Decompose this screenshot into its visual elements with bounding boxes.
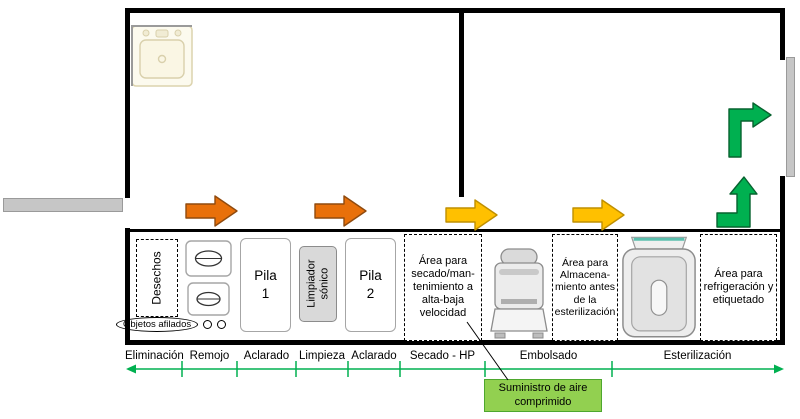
wall-bottom [125, 340, 785, 345]
area-secado-label: Área para secado/man-tenimiento a alta-b… [411, 255, 475, 319]
small-circle-icon [217, 320, 227, 329]
sealing-machine-icon [489, 243, 549, 341]
station-desechos: Desechos [136, 239, 178, 317]
flow-arrow-bend-up-icon [716, 176, 758, 228]
soap-tray-icon [187, 282, 230, 316]
station-limpiador-sonico: Limpiador sónico [299, 246, 337, 322]
flow-arrow-right-icon [445, 199, 498, 231]
station-pila-1: Pila 1 [240, 238, 291, 332]
flow-arrow-right-icon [314, 195, 367, 227]
desechos-label: Desechos [150, 251, 164, 305]
area-almacenamiento-label: Área para Almacena-miento antes de la es… [554, 256, 616, 319]
wall-right-upper [780, 8, 785, 60]
flow-arrow-right-icon [572, 199, 625, 231]
station-area-secado: Área para secado/man-tenimiento a alta-b… [404, 234, 482, 341]
objetos-afilados-annotation: Objetos afilados [116, 317, 227, 332]
step-label-limpieza: Limpieza [298, 350, 346, 362]
door-right [786, 57, 795, 177]
step-label-embolsado: Embolsado [519, 350, 578, 362]
pila-2-label: Pila 2 [359, 268, 382, 301]
sterilizer-icon [620, 234, 698, 341]
station-area-almacenamiento: Área para Almacena-miento antes de la es… [552, 234, 618, 341]
station-pila-2: Pila 2 [345, 238, 396, 332]
step-label-secado-hp: Secado - HP [409, 350, 476, 362]
wall-left-lower [125, 228, 130, 345]
pila-1-label: Pila 1 [254, 268, 277, 301]
area-refrigeracion-label: Área para refrigeración y etiquetado [703, 268, 774, 306]
step-label-esterilizacion: Esterilización [663, 350, 732, 362]
flow-arrow-bend-right-icon [728, 102, 772, 158]
sink-icon [130, 24, 194, 88]
objetos-afilados-label: Objetos afilados [116, 317, 199, 332]
step-label-aclarado-2: Aclarado [351, 350, 397, 362]
step-label-eliminacion: Eliminación [125, 350, 184, 362]
process-dimension-line [126, 361, 784, 377]
door-left [3, 198, 123, 212]
wall-top [125, 8, 785, 13]
small-circle-icon [203, 320, 213, 329]
wall-divider [459, 13, 464, 197]
step-label-aclarado-1: Aclarado [243, 350, 290, 362]
soap-tray-icon [185, 240, 232, 277]
suministro-aire-label: Suministro de aire comprimido [498, 382, 588, 408]
flow-arrow-right-icon [185, 195, 238, 227]
step-label-remojo: Remojo [189, 350, 230, 362]
wall-left-upper [125, 8, 130, 198]
wall-right-lower [780, 176, 785, 345]
counter-edge [125, 229, 785, 232]
suministro-aire-callout: Suministro de aire comprimido [484, 379, 602, 412]
limpiador-sonico-label: Limpiador sónico [305, 259, 330, 309]
station-area-refrigeracion: Área para refrigeración y etiquetado [700, 234, 777, 341]
